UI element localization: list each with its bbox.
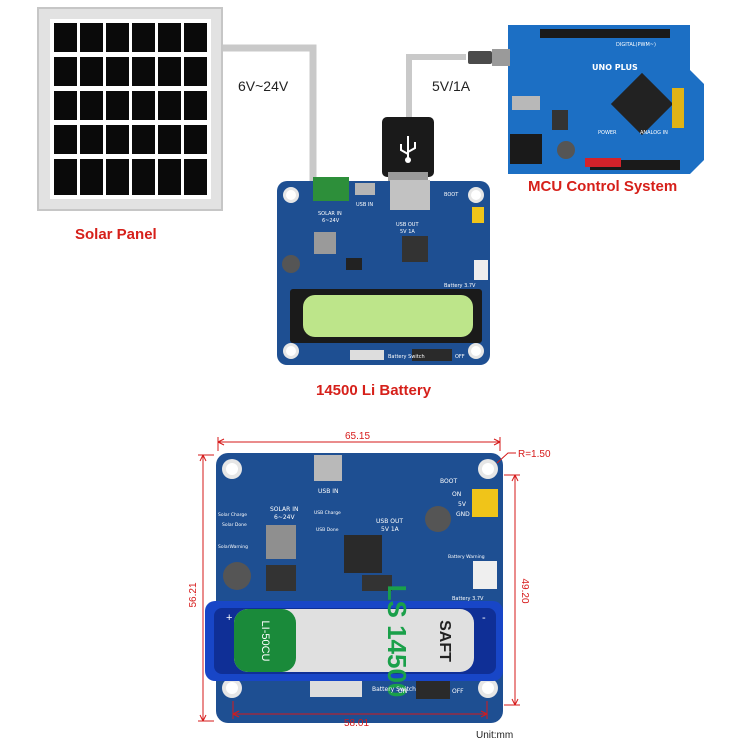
height-right-label: 49.20 (519, 578, 530, 603)
solar-range-silk: 6~24V (274, 514, 295, 521)
switch-off-silk: OFF (452, 688, 464, 695)
width-top-label: 65.15 (345, 431, 370, 442)
five-v-silk: 5V (458, 501, 467, 508)
holder-minus-text: - (482, 612, 486, 624)
board-usb-in-text: USB IN (356, 202, 373, 208)
gnd-silk: GND (456, 511, 470, 518)
solar-voltage-label: 6V~24V (238, 78, 289, 94)
unit-label: Unit:mm (476, 730, 513, 741)
solar-wire (222, 44, 317, 183)
board-boot-text: BOOT (444, 192, 459, 198)
usb-in-silk: USB IN (318, 488, 338, 495)
usb-out-silk: USB OUT (376, 518, 403, 525)
height-left-label: 56.21 (188, 582, 199, 607)
solar-panel (37, 7, 223, 211)
solar-manager-board: SOLAR IN 6~24V USB IN USB OUT 5V 1A BOOT… (277, 177, 490, 365)
board-solar-range-text: 6~24V (322, 218, 340, 224)
uno-plus-text: UNO PLUS (592, 63, 638, 72)
uno-digital-text: DIGITAL(PWM~) (616, 42, 656, 48)
dimension-drawing: LI-50CU LS 14500 SAFT + - USB IN SOLAR I… (188, 431, 551, 741)
usb-cable (406, 54, 466, 118)
usb-charge-silk: USB Charge (314, 510, 341, 516)
cell-model-text: LS 14500 (382, 585, 412, 698)
solar-panel-label: Solar Panel (75, 226, 157, 243)
mcu-board: UNO PLUS DIGITAL(PWM~) POWER ANALOG IN (468, 25, 704, 174)
solar-in-silk: SOLAR IN (270, 506, 298, 513)
board-switch-text: Battery Switch (388, 354, 425, 360)
board-usb-out-text: USB OUT (396, 222, 419, 228)
battery-switch-silk: Battery Switch (372, 686, 416, 693)
usb-a-plug (382, 117, 434, 184)
usb-done-silk: USB Done (316, 527, 339, 533)
width-bottom-label: 58.01 (344, 718, 369, 729)
usb-rating-silk: 5V 1A (381, 526, 400, 533)
solar-done-silk: Solar Done (222, 522, 247, 528)
board-usb-rating-text: 5V 1A (400, 229, 415, 235)
holder-plus-text: + (226, 612, 232, 624)
battery-holder: LI-50CU LS 14500 SAFT + - (205, 585, 503, 698)
switch-on-silk: ON (398, 688, 407, 695)
radius-label: R=1.50 (518, 449, 551, 460)
mcu-label: MCU Control System (528, 178, 678, 195)
solar-charge-silk: Solar Charge (218, 512, 247, 518)
connection-diagram: UNO PLUS DIGITAL(PWM~) POWER ANALOG IN S… (37, 7, 704, 365)
on-silk: ON (452, 491, 461, 498)
solar-warning-silk: SolarWarning (218, 544, 248, 550)
board-off-text: OFF (455, 354, 465, 360)
uno-power-text: POWER (598, 130, 617, 136)
board-solar-in-text: SOLAR IN (318, 211, 342, 217)
cell-code-text: LI-50CU (259, 621, 271, 662)
board-battery-text: Battery 3.7V (444, 283, 476, 289)
battery-warning-silk: Battery Warning (448, 554, 485, 560)
usb-output-label: 5V/1A (432, 78, 471, 94)
battery-silk: Battery 3.7V (452, 596, 484, 602)
battery-label: 14500 Li Battery (316, 382, 432, 399)
boot-silk: BOOT (440, 478, 457, 485)
cell-brand-text: SAFT (436, 620, 453, 662)
uno-analog-text: ANALOG IN (640, 130, 668, 136)
